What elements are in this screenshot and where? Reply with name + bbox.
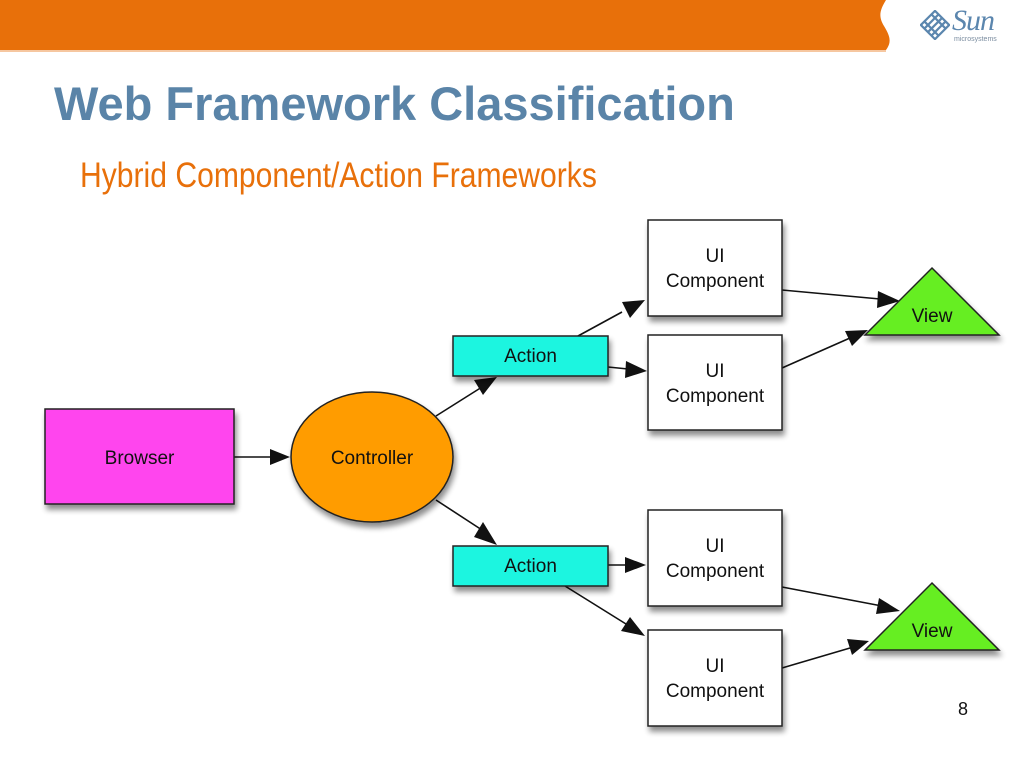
- page-number: 8: [958, 699, 969, 719]
- ui-component-2-line1: UI: [706, 361, 725, 382]
- edge-browser-controller: [234, 449, 290, 465]
- sun-logo: Sun microsystems: [918, 4, 1008, 48]
- node-browser: Browser: [44, 408, 235, 505]
- edge-action-top-ui1: [577, 300, 645, 337]
- arrowhead-icon: [876, 598, 900, 614]
- node-action-bottom-label: Action: [504, 556, 557, 577]
- ui-component-1-line1: UI: [706, 246, 725, 267]
- edge-action-bottom-ui4: [564, 585, 645, 636]
- arrowhead-icon: [877, 291, 900, 308]
- edge-ui3-view-bottom: [781, 586, 900, 614]
- ui-component-4-line1: UI: [706, 656, 725, 677]
- arrowhead-icon: [270, 449, 290, 465]
- node-controller-label: Controller: [331, 448, 414, 469]
- ui-component-3-line1: UI: [706, 536, 725, 557]
- edge-ui1-view-top: [781, 289, 900, 308]
- edge-action-bottom-ui3: [608, 557, 646, 573]
- arrowhead-icon: [845, 330, 868, 346]
- node-view-bottom: View: [863, 581, 1001, 651]
- node-view-top: View: [863, 266, 1001, 336]
- node-ui-component-3: UI Component: [647, 509, 783, 607]
- node-action-top: Action: [452, 335, 609, 377]
- ui-component-4-line2: Component: [666, 681, 765, 702]
- slide-title: Web Framework Classification: [54, 77, 735, 130]
- arrowhead-icon: [847, 639, 869, 655]
- edge-ui2-view-top: [781, 330, 868, 369]
- slide-subtitle: Hybrid Component/Action Frameworks: [80, 156, 597, 195]
- logo-name: Sun: [952, 4, 995, 37]
- header-bar: [0, 0, 890, 52]
- edges-group: [234, 289, 900, 669]
- arrowhead-icon: [474, 522, 497, 545]
- ui-component-2-line2: Component: [666, 386, 765, 407]
- node-ui-component-2: UI Component: [647, 334, 783, 431]
- logo-tagline: microsystems: [954, 36, 997, 43]
- edge-controller-action-top: [435, 377, 497, 417]
- node-ui-component-4: UI Component: [647, 629, 783, 727]
- node-browser-label: Browser: [105, 448, 175, 469]
- ui-component-1-line2: Component: [666, 271, 765, 292]
- sun-logo-icon: [920, 10, 950, 40]
- arrowhead-icon: [474, 377, 497, 395]
- ui-component-3-line2: Component: [666, 561, 765, 582]
- arrowhead-icon: [625, 557, 646, 573]
- node-view-top-label: View: [912, 306, 953, 327]
- node-view-bottom-label: View: [912, 621, 953, 642]
- node-ui-component-1: UI Component: [647, 219, 783, 317]
- edge-ui4-view-bottom: [781, 639, 869, 669]
- arrowhead-icon: [625, 361, 647, 378]
- node-action-top-label: Action: [504, 346, 557, 367]
- arrowhead-icon: [621, 617, 645, 636]
- edge-action-top-ui2: [607, 361, 647, 378]
- edge-controller-action-bottom: [435, 499, 497, 545]
- node-action-bottom: Action: [452, 545, 609, 587]
- node-controller: Controller: [290, 391, 454, 523]
- arrowhead-icon: [622, 300, 645, 318]
